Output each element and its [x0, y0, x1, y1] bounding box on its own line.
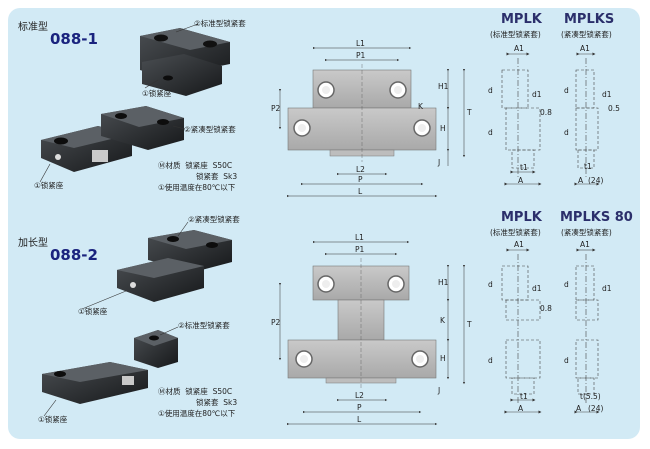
dim-A: A [518, 404, 524, 413]
dim-t1: t1 [584, 162, 592, 171]
side-title-mplks-1: MPLKS [564, 12, 615, 27]
part-base-photo-4 [42, 362, 148, 404]
material-value: Sk3 [223, 172, 238, 181]
dim-d: d [488, 86, 493, 95]
dim-d: d [488, 128, 493, 137]
part-tight-lock-photo-1 [101, 106, 184, 150]
dim-24: (24) [588, 176, 604, 185]
front-view-drawing-1 [278, 46, 466, 198]
dim-P2: P2 [271, 104, 281, 113]
dim-L1: L1 [355, 233, 364, 242]
dim-d: d [564, 356, 569, 365]
dim-d: d [564, 128, 569, 137]
product-code-2: 088-2 [50, 246, 98, 264]
dim-t-bracket: t(5.5) [580, 392, 601, 401]
material-value: S50C [212, 387, 233, 396]
dim-d: d [564, 86, 569, 95]
dim-P: P [358, 175, 363, 184]
part-std-lock-photo-2 [134, 330, 178, 368]
side-view-mplks-2 [574, 248, 600, 414]
dim-gap: 0.8 [540, 304, 552, 313]
dim-T: T [467, 108, 472, 117]
dim-K: K [418, 102, 423, 111]
material-value: S50C [212, 161, 233, 170]
dim-L: L [358, 187, 363, 196]
dim-d1: d1 [602, 284, 612, 293]
side-view-mplks-1 [574, 52, 600, 186]
dim-d1: d1 [532, 90, 542, 99]
dim-t1: t1 [520, 392, 528, 401]
part-label-std-lock-1: ②标准型锁紧套 [194, 19, 246, 28]
side-subtitle-mplk-1: (标准型锁紧套) [490, 30, 541, 39]
dim-A1: A1 [580, 240, 590, 249]
dim-P: P [357, 403, 362, 412]
dim-H1: H1 [438, 278, 449, 287]
side-view-mplk-1 [501, 52, 542, 186]
dim-J: J [438, 158, 441, 167]
part-label-base-1: ①锁紧座 [142, 89, 172, 98]
side-subtitle-mplks-2: (紧凑型锁紧套) [561, 228, 612, 237]
product-code-1: 088-1 [50, 30, 98, 48]
material-name: 锁紧套 [196, 172, 219, 181]
dim-24: (24) [588, 404, 604, 413]
temperature-note: ①使用温度在80℃以下 [158, 183, 236, 192]
technical-drawings [39, 23, 600, 426]
dim-K: K [440, 316, 445, 325]
dim-d1: d1 [532, 284, 542, 293]
side-title-mplks-2: MPLKS 80 [560, 210, 633, 225]
dim-A: A [518, 176, 524, 185]
dim-t1: t1 [520, 163, 528, 172]
dim-J: J [438, 386, 441, 395]
material-name: 锁紧套 [196, 398, 219, 407]
side-subtitle-mplks-1: (紧凑型锁紧套) [561, 30, 612, 39]
catalog-page: { "section1": { "category": "标准型", "code… [8, 8, 640, 439]
dim-P2: P2 [271, 318, 281, 327]
dim-P1: P1 [356, 51, 366, 60]
category-label-2: 加长型 [18, 238, 48, 249]
material-label: Ⓜ材质 [158, 161, 181, 170]
part-label-tight-lock-1: ②紧凑型锁紧套 [184, 125, 236, 134]
part-label-base-4: ①锁紧座 [38, 415, 68, 424]
material-name: 锁紧座 [185, 387, 208, 396]
dim-L2: L2 [355, 391, 364, 400]
part-base-photo-3 [117, 258, 204, 302]
side-subtitle-mplk-2: (标准型锁紧套) [490, 228, 541, 237]
dim-A1: A1 [514, 240, 524, 249]
side-view-mplk-2 [501, 248, 542, 414]
dim-L1: L1 [356, 39, 365, 48]
dim-A: A [578, 176, 584, 185]
part-label-std-lock-2: ②标准型锁紧套 [178, 321, 230, 330]
dim-A1: A1 [514, 44, 524, 53]
part-base-photo-1 [142, 54, 222, 96]
part-label-base-2: ①锁紧座 [34, 181, 64, 190]
dim-L: L [357, 415, 362, 424]
dim-H: H [440, 354, 446, 363]
dim-L2: L2 [356, 165, 365, 174]
front-view-drawing-2 [278, 240, 466, 426]
dim-gap: 0.8 [540, 108, 552, 117]
dim-A: A [576, 404, 582, 413]
material-name: 锁紧座 [185, 161, 208, 170]
dim-H1: H1 [438, 82, 449, 91]
dim-d: d [488, 356, 493, 365]
dim-T: T [467, 320, 472, 329]
dim-H: H [440, 124, 446, 133]
dim-d1: d1 [602, 90, 612, 99]
dim-A1: A1 [580, 44, 590, 53]
dim-P1: P1 [355, 245, 365, 254]
material-spec-2: Ⓜ材质 锁紧座 S50C 锁紧套 Sk3 ①使用温度在80℃以下 [158, 386, 237, 419]
material-label: Ⓜ材质 [158, 387, 181, 396]
part-label-base-3: ①锁紧座 [78, 307, 108, 316]
temperature-note: ①使用温度在80℃以下 [158, 409, 236, 418]
material-value: Sk3 [223, 398, 238, 407]
part-label-tight-lock-2: ②紧凑型锁紧套 [188, 215, 240, 224]
material-spec-1: Ⓜ材质 锁紧座 S50C 锁紧套 Sk3 ①使用温度在80℃以下 [158, 160, 237, 193]
dim-gap: 0.5 [608, 104, 620, 113]
side-title-mplk-1: MPLK [501, 12, 542, 27]
dim-d: d [564, 280, 569, 289]
category-label-1: 标准型 [18, 22, 48, 33]
dim-d: d [488, 280, 493, 289]
side-title-mplk-2: MPLK [501, 210, 542, 225]
